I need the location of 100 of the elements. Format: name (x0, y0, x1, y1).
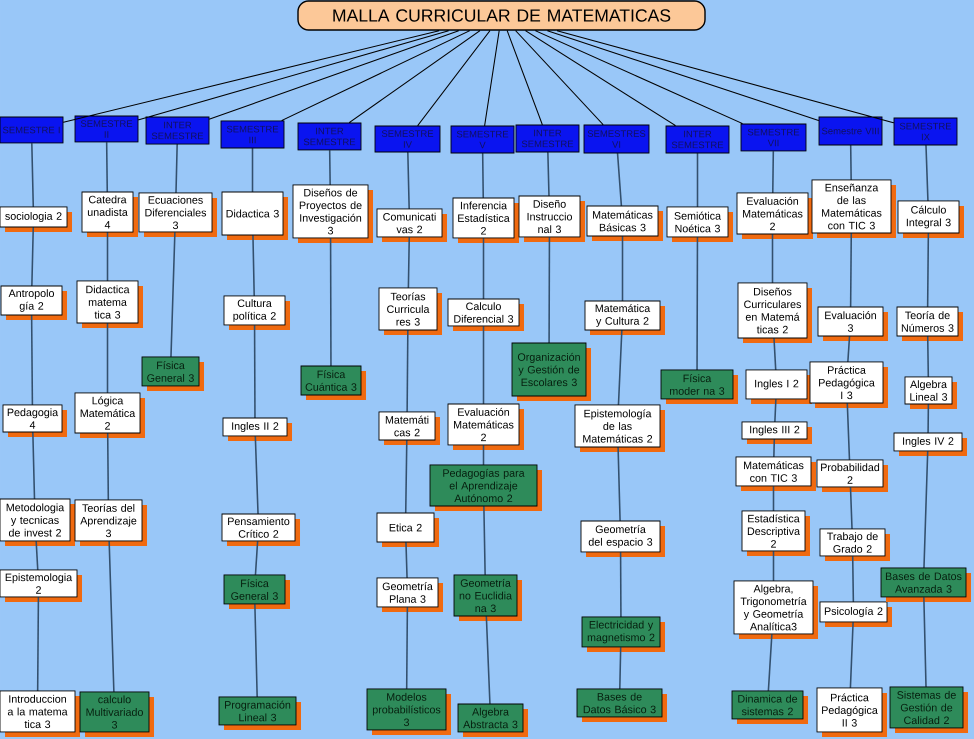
connector-line (618, 330, 623, 405)
course-box: Trabajo de Grado 2 (820, 528, 890, 561)
connector-line (32, 432, 36, 499)
connector-line (36, 597, 40, 691)
connector-line (349, 30, 480, 123)
course-box: Física General 3 (224, 574, 290, 609)
connector-line (926, 233, 930, 307)
semester-header: SEMESTRE IX (894, 118, 958, 146)
course-box: Ingles II 2 (222, 418, 292, 441)
course-box: Comunicati vas 2 (376, 208, 447, 242)
course-box: Lógica Matemática 2 (74, 392, 145, 438)
course-box: Cálculo Integral 3 (898, 200, 964, 238)
course-box: Probabilidad 2 (816, 460, 888, 492)
connector-line (406, 330, 409, 412)
course-box: Teoría de Números 3 (896, 306, 963, 341)
connector-line (620, 552, 622, 617)
connector-line (106, 142, 108, 192)
course-box: Geometría del espacio 3 (580, 520, 665, 557)
connector-line (616, 153, 622, 206)
connector-line (138, 30, 449, 120)
connector-line (622, 236, 624, 301)
connector-line (927, 404, 930, 433)
course-box: Epistemologia 2 (0, 570, 82, 602)
connector-line (923, 451, 928, 568)
course-box: Algebra Abstracta 3 (458, 704, 528, 737)
connector-line (773, 439, 776, 457)
course-box: Psicología 2 (820, 602, 892, 627)
semester-header: SEMESTRE III (220, 120, 284, 148)
connector-line (482, 445, 484, 465)
connector-line (483, 506, 486, 575)
course-box: Enseñanza de las Matemáticas con TIC 3 (812, 180, 896, 238)
course-box: Epistemología de las Matemáticas 2 (574, 404, 665, 452)
course-box: Evaluación Matemáticas 2 (736, 192, 813, 239)
course-box: Matemática y Cultura 2 (584, 300, 665, 335)
course-box: Introduccion a la matema tica 3 (0, 690, 80, 737)
course-box: Metodologia y tecnicas de invest 2 (0, 498, 75, 546)
course-box: Semiótica Noética 3 (666, 206, 733, 242)
course-box: sociologia 2 (0, 206, 72, 232)
connector-line (768, 634, 773, 691)
course-box: Bases de Datos Avanzada 3 (880, 568, 971, 602)
course-box: Inferencia Estadística 2 (452, 198, 519, 243)
connector-line (556, 30, 894, 124)
course-box: Pedagogías para el Aprendizaje Autónomo 2 (430, 464, 542, 511)
course-box: Geometría Plana 3 (376, 578, 443, 612)
course-box: Calculo Diferencial 3 (448, 298, 524, 331)
connector-line (328, 150, 331, 185)
connector-line (925, 145, 929, 201)
connector-line (30, 315, 34, 405)
connector-line (773, 338, 776, 370)
connector-line (926, 336, 930, 377)
course-box: Evaluación 3 (818, 306, 888, 341)
connector-line (31, 143, 34, 207)
connector-line (482, 326, 484, 404)
connector-line (850, 622, 854, 688)
connector-line (852, 556, 854, 602)
connector-line (254, 436, 259, 514)
connector-line (484, 30, 500, 126)
connector-line (175, 144, 178, 193)
connector-line (696, 237, 698, 370)
course-box: Antropolo gía 2 (0, 286, 67, 320)
connector-line (486, 616, 491, 704)
course-box: Modelos probabilísticos 3 (366, 688, 451, 735)
connector-line (547, 152, 550, 196)
course-box: calculo Multivariado 3 (80, 692, 154, 737)
semester-header: SEMESTRE IV (374, 126, 440, 152)
connector-line (846, 403, 850, 460)
course-box: Ingles IV 2 (894, 432, 967, 456)
semester-header: SEMESTRE I (0, 116, 64, 144)
connector-line (850, 233, 852, 307)
course-box: Estadística Descriptiva 2 (742, 510, 810, 556)
connector-line (35, 541, 39, 570)
semester-header: INTER SEMESTRE (666, 126, 730, 154)
connector-line (850, 145, 852, 180)
course-box: Matemáticas Básicas 3 (586, 206, 663, 241)
connector-line (209, 30, 459, 120)
connector-line (106, 433, 110, 500)
connector-line (850, 487, 853, 529)
connector-line (407, 152, 410, 209)
course-box: Sistemas de Gestión de Calidad 2 (890, 686, 968, 733)
connector-line (482, 238, 484, 299)
course-box: Didactica matema tica 3 (76, 280, 143, 328)
connector-line (774, 399, 777, 422)
semester-header: INTER SEMESTRE (298, 122, 362, 150)
course-box: Didactica 3 (222, 192, 288, 240)
connector-line (548, 237, 550, 343)
course-box: Pedagogia 4 (2, 404, 67, 437)
course-box: Organización y Gestión de Escolares 3 (512, 342, 591, 401)
course-box: Ingles III 2 (742, 422, 812, 444)
course-box: Bases de Datos Básico 3 (576, 688, 667, 722)
connector-line (535, 30, 743, 124)
connector-line (923, 597, 927, 687)
semester-header: SEMESTRE VII (740, 124, 806, 152)
course-box: Algebra, Trigonometría y Geometría Analítica3 (734, 580, 818, 639)
connector-line (330, 238, 332, 366)
course-box: Catedra unadista 4 (82, 192, 138, 237)
connector-line (106, 323, 108, 393)
connector-line (617, 447, 621, 521)
course-box: Diseños de Proyectos de Investigación 3 (292, 184, 373, 243)
connector-line (772, 151, 774, 193)
course-box: Matemáticas con TIC 3 (736, 456, 816, 491)
